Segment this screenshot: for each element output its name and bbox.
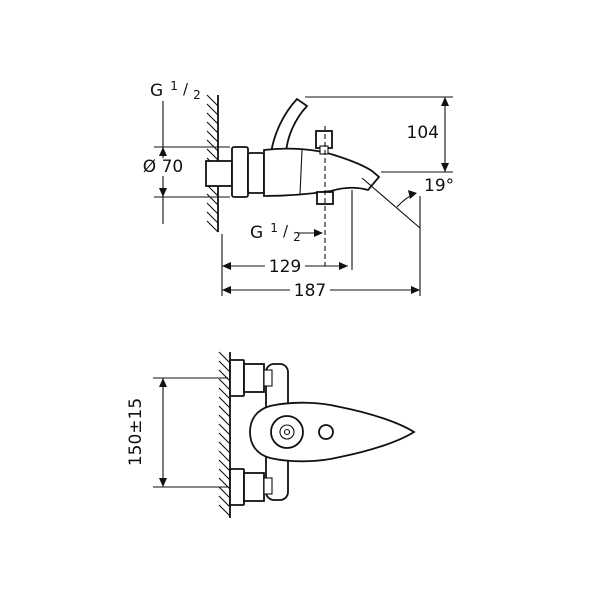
knob-logo-ring <box>279 424 295 440</box>
label-thread-top: G 1 / 2 <box>150 75 201 102</box>
diverter-button <box>318 424 334 440</box>
thread-top-denominator: 2 <box>193 88 201 102</box>
spout-angle-annotation: 19° <box>361 176 454 296</box>
knob-logo-dot <box>283 428 291 436</box>
thread-top-prefix: G <box>150 81 163 101</box>
thread-top-numerator: 1 <box>170 79 178 93</box>
thread-outlet-arrow <box>314 229 323 237</box>
lever-handle <box>269 97 309 154</box>
dim104-arrow-top <box>441 97 449 106</box>
spout-body <box>263 147 381 197</box>
angle-label: 19° <box>424 176 454 196</box>
dim129-label: 129 <box>269 257 301 277</box>
dimension-150: 150±15 <box>126 377 228 488</box>
thread-top-text: G 1 / 2 <box>150 75 201 102</box>
dimension-104: 104 <box>305 96 453 173</box>
side-view: G 1 / 2 Ø 70 104 <box>140 75 454 301</box>
thread-outlet-prefix: G <box>250 223 263 243</box>
dim104-label: 104 <box>407 123 439 143</box>
body-joint-line <box>299 149 303 196</box>
connection-top-flange <box>229 359 245 397</box>
connection-bottom-nut <box>243 472 265 502</box>
thread-outlet-text: G 1 / 2 <box>250 217 301 244</box>
dim129-arrow-right <box>339 262 348 270</box>
dimension-129: 129 <box>221 190 353 296</box>
dim150-arrow-top <box>159 378 167 387</box>
connection-bottom-flange <box>229 468 245 506</box>
connection-bottom-step <box>263 477 273 495</box>
dimension-diameter-70: Ø 70 <box>140 101 230 224</box>
diverter-knob-stem <box>319 145 329 155</box>
dia70-label: Ø 70 <box>143 157 183 177</box>
wall-hatching-plan <box>218 351 231 517</box>
angle-arc-arrow <box>408 190 417 199</box>
dim187-arrow-left <box>222 286 231 294</box>
dia70-arrow-top <box>159 147 167 156</box>
connection-bottom <box>229 468 273 506</box>
union-nut <box>247 152 265 194</box>
dim187-label: 187 <box>294 281 326 301</box>
dim104-arrow-bottom <box>441 163 449 172</box>
connection-top-step <box>263 369 273 387</box>
connection-top <box>229 359 273 397</box>
dia70-arrow-bottom <box>159 188 167 197</box>
dimension-187: 187 <box>222 280 420 301</box>
dia70-label-bg <box>140 158 186 176</box>
label-thread-outlet: G 1 / 2 <box>250 217 323 244</box>
thread-outlet-denominator: 2 <box>293 230 301 244</box>
dim129-arrow-left <box>222 262 231 270</box>
dim150-label: 150±15 <box>126 398 146 466</box>
thread-outlet-slash: / <box>283 222 289 240</box>
escutcheon-flange <box>231 146 249 198</box>
dim129-label-bg <box>265 256 305 276</box>
plan-view: 150±15 <box>126 351 416 518</box>
thread-top-slash: / <box>183 80 189 98</box>
dim187-arrow-right <box>411 286 420 294</box>
diverter-knob <box>315 130 333 149</box>
thread-outlet-numerator: 1 <box>270 221 278 235</box>
connection-top-nut <box>243 363 265 393</box>
dim187-label-bg <box>290 280 330 300</box>
dim150-arrow-bottom <box>159 478 167 487</box>
in-wall-connector <box>205 160 233 187</box>
control-knob <box>270 415 304 449</box>
angle-leader-line <box>361 177 421 229</box>
